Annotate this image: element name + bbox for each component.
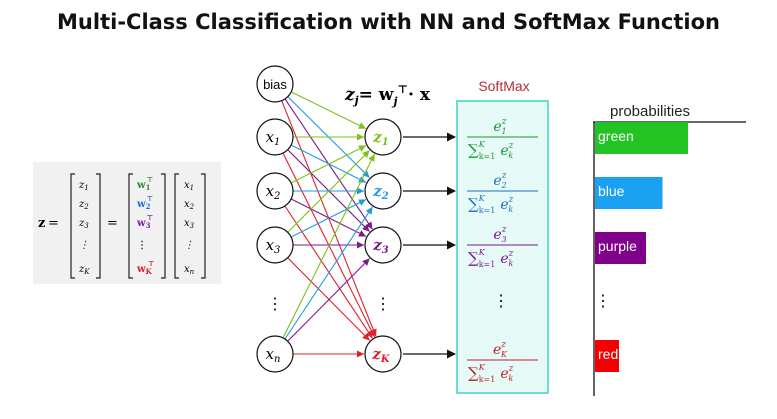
edge-arrowhead	[358, 122, 366, 129]
matrix-panel-background	[33, 162, 221, 284]
input-node	[256, 335, 294, 373]
output-node	[364, 118, 402, 156]
edge-arrowhead	[362, 224, 370, 232]
input-node	[256, 118, 294, 156]
edge	[282, 153, 376, 339]
bias-node	[256, 65, 294, 103]
edge	[287, 150, 370, 233]
softmax-ellipsis: ⋮	[493, 291, 509, 310]
equation-lhs: zj= wj⊤· x	[344, 83, 431, 108]
matrix-equals-1: =	[48, 216, 59, 231]
matrix-x-vector: x1 x2 x3 ⋮ xn	[174, 173, 206, 279]
edge-arrowhead	[362, 258, 370, 266]
probability-bar-red	[595, 340, 619, 372]
probability-bar-blue	[595, 177, 663, 209]
edge	[284, 206, 373, 340]
matrix-x-entry: x2	[184, 199, 195, 211]
edge-arrowhead	[362, 150, 370, 158]
output-node	[364, 226, 402, 264]
edge-arrowhead	[358, 199, 367, 206]
matrix-z-entry: z1	[78, 180, 89, 192]
edge-arrowhead	[357, 187, 364, 195]
edge-arrowhead	[357, 350, 364, 358]
edge-arrowhead	[368, 154, 375, 162]
probability-bar-label: blue	[598, 183, 625, 199]
matrix-z-entry: z3	[78, 218, 89, 230]
probability-bar-label: red	[598, 346, 618, 362]
edge-arrowhead	[362, 333, 370, 341]
matrix-w-entry: w3⊤	[136, 213, 153, 230]
weighted-sum-equation: zj= wj⊤· x	[344, 83, 431, 108]
matrix-w-entry: w2⊤	[136, 194, 153, 211]
edge	[290, 145, 367, 184]
edge	[287, 258, 371, 342]
matrix-w-matrix: w1⊤ w2⊤ w3⊤ ⋮ wK⊤	[128, 173, 166, 279]
matrix-x-entry: x1	[184, 180, 194, 192]
matrix-x-entry: ⋮	[184, 240, 194, 251]
edge-arrowhead	[365, 330, 373, 339]
network-edges	[281, 91, 377, 358]
softmax-box	[456, 100, 549, 394]
matrix-w-entry: ⋮	[137, 240, 147, 251]
edge-arrowhead	[358, 230, 367, 237]
probability-bar-label: green	[598, 128, 634, 144]
matrix-x-entry: x3	[184, 218, 195, 230]
probability-bar-label: purple	[598, 238, 637, 254]
input-node	[256, 226, 294, 264]
output-node	[364, 335, 402, 373]
matrix-z-entry: z2	[78, 199, 89, 211]
probabilities-chart: probabilities green blue purple red ⋮	[593, 103, 746, 396]
diagram-title: Multi-Class Classification with NN and S…	[57, 10, 720, 34]
matrix-z-entry: ⋮	[79, 240, 89, 251]
edge-arrowhead	[357, 241, 364, 249]
matrix-x-entry: xn	[184, 264, 195, 276]
probability-bar-group: purple	[595, 232, 646, 264]
bias-label: bias	[263, 77, 287, 92]
probability-bar-group: blue	[595, 177, 663, 209]
output-node	[364, 172, 402, 210]
softmax-arrows	[403, 132, 456, 359]
input-ellipsis: ⋮	[267, 294, 283, 313]
probability-bar-green	[595, 122, 688, 154]
edge-arrowhead	[365, 206, 373, 215]
probability-bar-group: green	[595, 122, 688, 154]
matrix-w-entry: wK⊤	[136, 259, 154, 276]
edge	[290, 91, 367, 130]
probabilities-ellipsis: ⋮	[595, 291, 611, 310]
output-ellipsis: ⋮	[375, 294, 391, 313]
matrix-lhs: z	[38, 216, 45, 231]
edge-arrowhead	[365, 221, 373, 230]
matrix-w-entry: w1⊤	[136, 175, 153, 192]
softmax-label: SoftMax	[478, 78, 529, 94]
probabilities-label: probabilities	[610, 103, 690, 120]
probability-bar-purple	[595, 232, 646, 264]
probability-bar-group: red	[595, 340, 619, 372]
edge-arrowhead	[358, 145, 367, 152]
input-node	[256, 172, 294, 210]
edge	[290, 199, 367, 238]
matrix-equals-2: =	[107, 216, 118, 231]
edge-arrowhead	[357, 133, 364, 141]
